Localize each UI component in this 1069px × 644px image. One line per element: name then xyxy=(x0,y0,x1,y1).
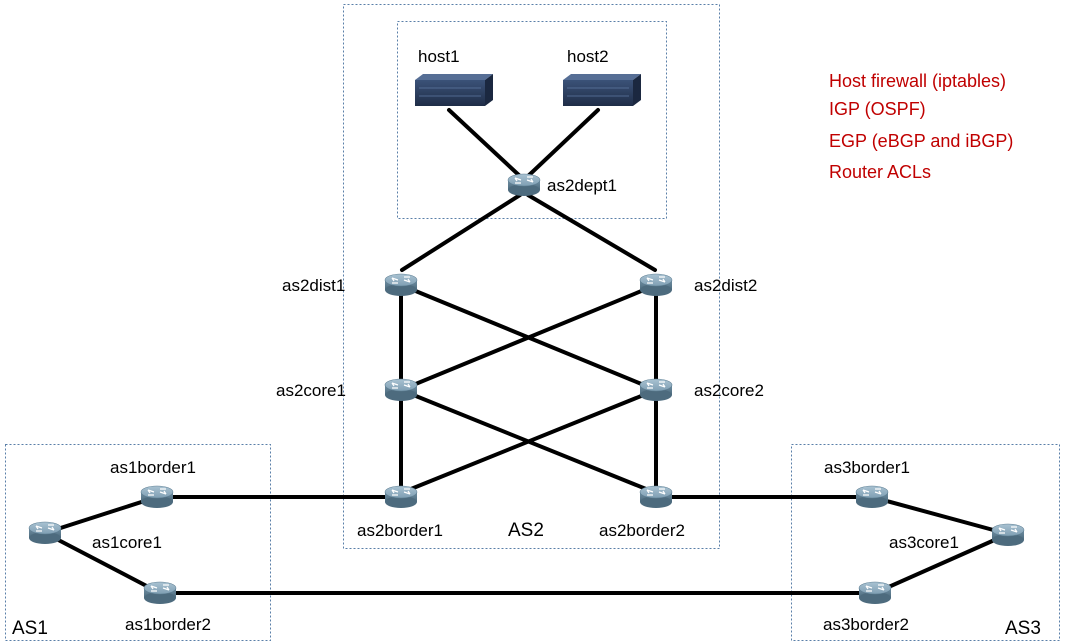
as3border1-router-icon[interactable] xyxy=(855,485,889,509)
as2dist1-router-icon[interactable] xyxy=(384,273,418,297)
link-as2core2-as2border1 xyxy=(399,388,658,495)
host1-server-icon[interactable] xyxy=(414,73,494,107)
feature-item: IGP (OSPF) xyxy=(829,99,926,119)
host2-server-icon[interactable] xyxy=(562,73,642,107)
as2border1-label: as2border1 xyxy=(357,521,443,540)
as1border2-router-icon[interactable] xyxy=(143,581,177,605)
link-as2dept1-as2dist1 xyxy=(400,193,522,272)
as1core1-router-icon[interactable] xyxy=(28,521,62,545)
as3border2-label: as3border2 xyxy=(823,615,909,634)
link-as1core1-as1border2 xyxy=(43,531,162,595)
host2-label: host2 xyxy=(567,47,609,66)
links xyxy=(43,108,1010,595)
link-as1core1-as1border1 xyxy=(43,495,159,535)
as3border2-router-icon[interactable] xyxy=(858,581,892,605)
link-as3border1-as3core1 xyxy=(870,495,1010,536)
as2border2-router-icon[interactable] xyxy=(639,485,673,509)
link-as2dist2-as2core1 xyxy=(399,283,658,392)
as2core1-router-icon[interactable] xyxy=(384,378,418,402)
as2core2-router-icon[interactable] xyxy=(639,378,673,402)
feature-list: Host firewall (iptables) IGP (OSPF) EGP … xyxy=(829,71,1013,182)
as3border1-label: as3border1 xyxy=(824,458,910,477)
link-host1-as2dept1 xyxy=(447,108,524,180)
as1border1-label: as1border1 xyxy=(110,458,196,477)
link-host2-as2dept1 xyxy=(524,108,600,180)
link-as2dept1-as2dist2 xyxy=(526,193,657,272)
link-as3border2-as3core1 xyxy=(873,532,1010,595)
feature-item: Host firewall (iptables) xyxy=(829,71,1006,91)
as1border2-label: as1border2 xyxy=(125,615,211,634)
as2core1-label: as2core1 xyxy=(276,381,346,400)
as2border1-router-icon[interactable] xyxy=(384,485,418,509)
as1border1-router-icon[interactable] xyxy=(140,485,174,509)
as2-boundary xyxy=(343,4,720,549)
as2-dept-boundary xyxy=(397,21,667,219)
as2dist1-label: as2dist1 xyxy=(282,276,345,295)
as1core1-label: as1core1 xyxy=(92,533,162,552)
as2border2-label: as2border2 xyxy=(599,521,685,540)
as2dept1-label: as2dept1 xyxy=(547,176,617,195)
as2-label: AS2 xyxy=(508,520,544,541)
as1-label: AS1 xyxy=(12,618,48,639)
as3core1-router-icon[interactable] xyxy=(991,523,1025,547)
as2dist2-router-icon[interactable] xyxy=(639,273,673,297)
as2dist2-label: as2dist2 xyxy=(694,276,757,295)
as2dept1-router-icon[interactable] xyxy=(507,173,541,197)
feature-item: EGP (eBGP and iBGP) xyxy=(829,131,1013,151)
as3-boundary xyxy=(791,444,1060,641)
host1-label: host1 xyxy=(418,47,460,66)
as1-boundary xyxy=(5,444,271,641)
as3core1-label: as3core1 xyxy=(889,533,959,552)
as2core2-label: as2core2 xyxy=(694,381,764,400)
feature-item: Router ACLs xyxy=(829,162,931,182)
as3-label: AS3 xyxy=(1005,618,1041,639)
